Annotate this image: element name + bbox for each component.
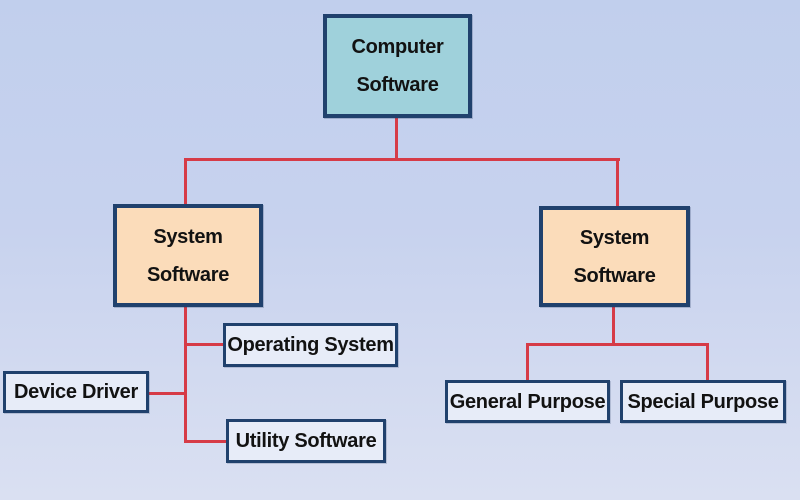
connector-operating-system (184, 343, 223, 346)
node-utility-software: Utility Software (226, 419, 386, 463)
connector-left-stem (184, 307, 187, 443)
node-system-software-left: System Software (113, 204, 263, 307)
connector-special-purpose-drop (706, 343, 709, 382)
node-utility-software-label: Utility Software (235, 430, 377, 452)
node-system-software-right: System Software (539, 206, 690, 307)
connector-root-stem (395, 118, 398, 161)
connector-right-horizontal (526, 343, 709, 346)
node-operating-system: Operating System (223, 323, 398, 367)
node-computer-software-label: Computer Software (351, 36, 444, 96)
node-system-software-left-label: System Software (146, 225, 230, 286)
node-device-driver: Device Driver (3, 371, 149, 413)
node-operating-system-label: Operating System (227, 334, 394, 356)
node-special-purpose: Special Purpose (620, 380, 786, 423)
node-device-driver-label: Device Driver (14, 381, 138, 403)
connector-right-stem (612, 307, 615, 346)
node-general-purpose: General Purpose (445, 380, 610, 423)
connector-general-purpose-drop (526, 343, 529, 382)
node-special-purpose-label: Special Purpose (627, 390, 779, 413)
connector-right-drop (616, 158, 619, 206)
connector-left-drop (184, 158, 187, 204)
connector-device-driver (148, 392, 187, 395)
node-general-purpose-label: General Purpose (449, 390, 606, 413)
node-computer-software: Computer Software (323, 14, 472, 118)
connector-utility-software (184, 440, 226, 443)
node-system-software-right-label: System Software (573, 226, 656, 287)
connector-main-horizontal (184, 158, 620, 161)
